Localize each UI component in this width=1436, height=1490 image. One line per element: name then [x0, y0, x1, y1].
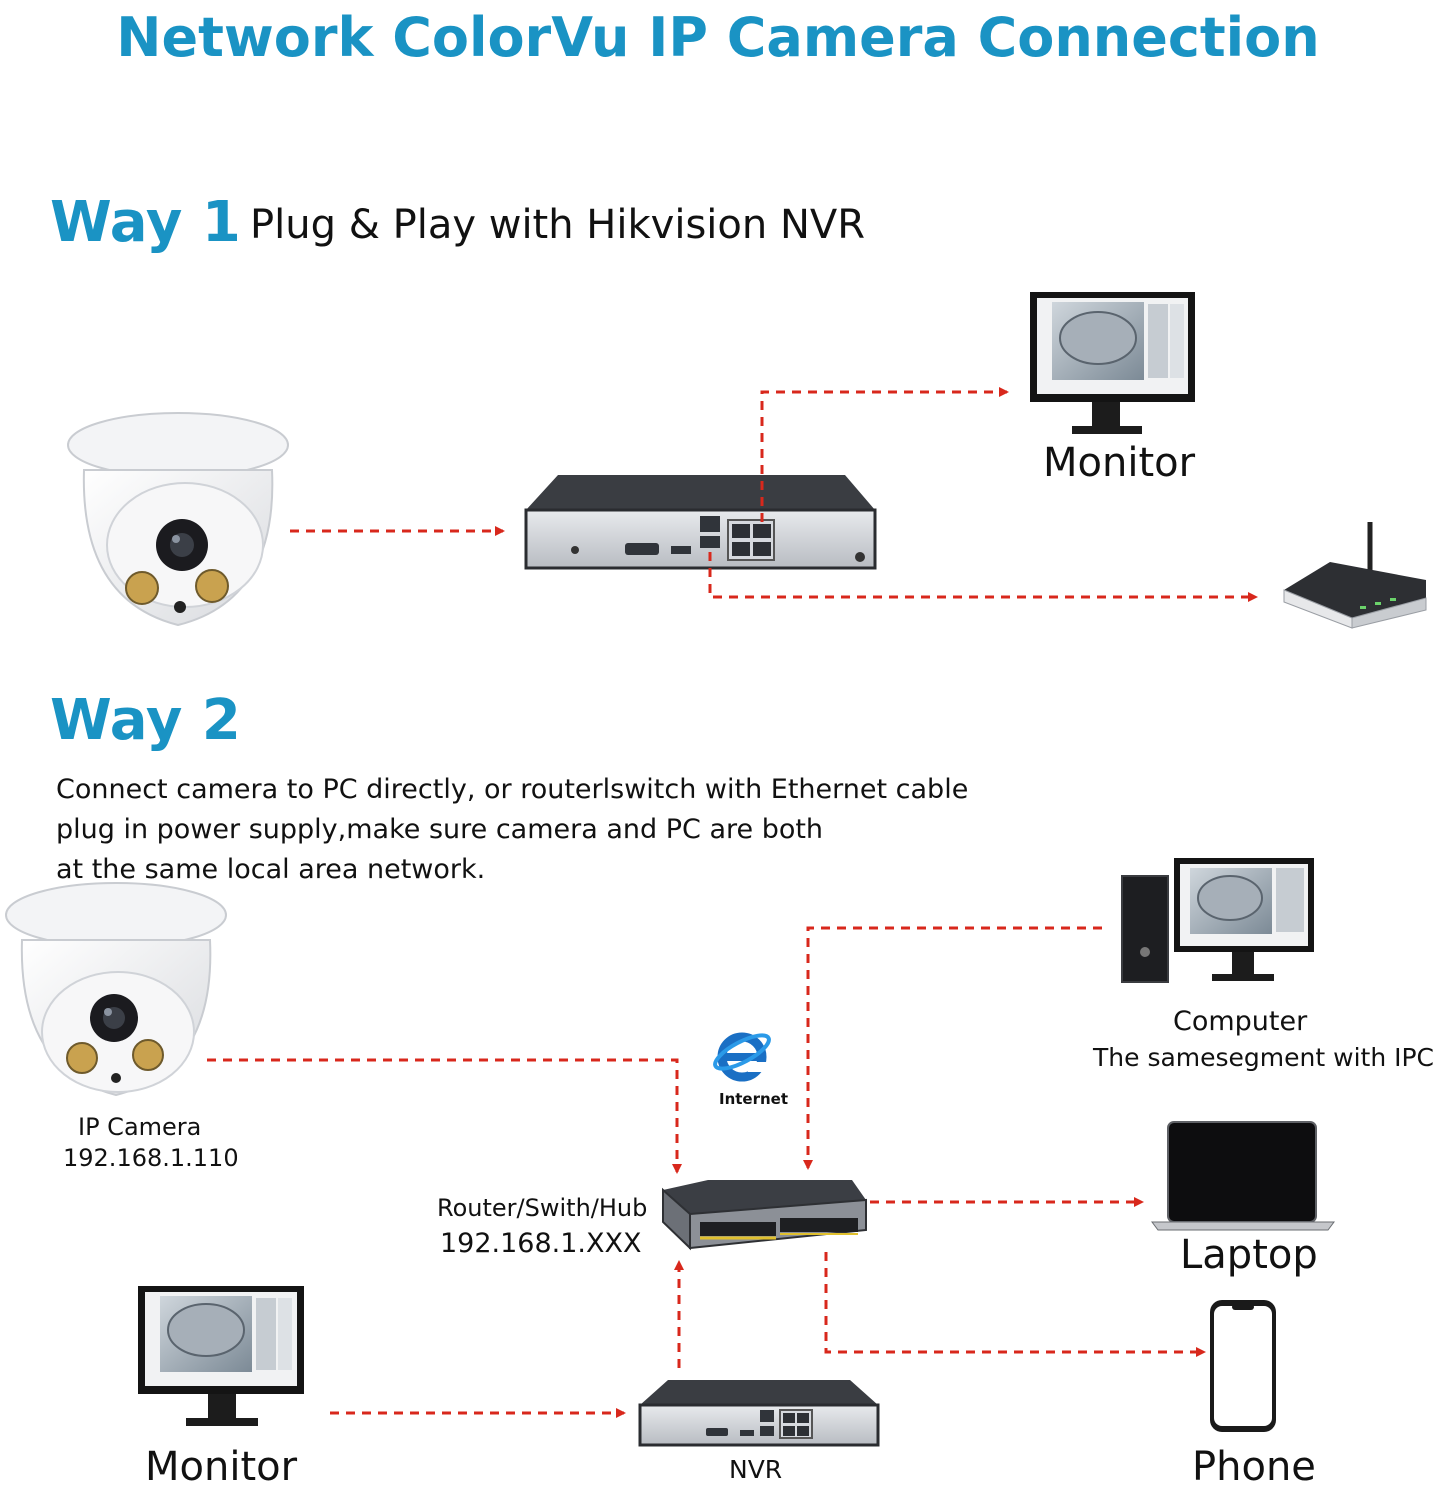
switch-device-icon — [662, 1180, 867, 1251]
way2-connections — [207, 926, 1206, 1418]
internet-explorer-icon — [713, 1032, 771, 1082]
nvr-label: NVR — [729, 1455, 783, 1484]
computer-note: The samesegment with IPC — [1093, 1043, 1435, 1072]
page-title: Network ColorVu IP Camera Connection — [116, 6, 1320, 69]
way2-description: Connect camera to PC directly, or router… — [56, 770, 968, 890]
ip-camera-address: 192.168.1.110 — [63, 1144, 239, 1172]
arrow-computer-to-switch — [803, 926, 1102, 1170]
ip-camera-label: IP Camera — [78, 1113, 202, 1141]
monitor-1-icon — [1030, 292, 1195, 434]
way1-monitor-label: Monitor — [1043, 440, 1196, 486]
internet-label: Internet — [719, 1090, 789, 1108]
way1-heading: Way 1 — [50, 190, 241, 255]
description-line-1: Connect camera to PC directly, or router… — [56, 774, 969, 805]
laptop-icon — [1151, 1121, 1335, 1231]
way1-connections — [290, 387, 1258, 602]
phone-label: Phone — [1192, 1444, 1316, 1490]
computer-icon — [1121, 858, 1314, 983]
arrow-camera-to-switch — [207, 1058, 682, 1174]
way1-subtitle: Plug & Play with Hikvision NVR — [250, 202, 866, 248]
nvr-device-2-icon — [638, 1380, 880, 1447]
description-line-2: plug in power supply,make sure camera an… — [56, 814, 824, 845]
monitor-2-icon — [138, 1286, 304, 1426]
computer-label: Computer — [1173, 1006, 1308, 1037]
switch-address: 192.168.1.XXX — [440, 1228, 642, 1259]
arrow-switch-to-phone — [824, 1252, 1206, 1357]
arrow-nvr-to-monitor — [760, 387, 1009, 522]
arrow-nvr-to-router — [708, 552, 1258, 602]
way2-monitor-label: Monitor — [145, 1444, 298, 1490]
router-icon — [1283, 522, 1427, 629]
dome-camera-1-icon — [67, 412, 289, 627]
nvr-device-1-icon — [524, 475, 877, 570]
laptop-label: Laptop — [1180, 1232, 1318, 1278]
switch-label: Router/Swith/Hub — [437, 1194, 648, 1222]
dome-camera-2-icon — [5, 882, 227, 1097]
phone-icon — [1210, 1300, 1276, 1432]
description-line-3: at the same local area network. — [56, 854, 486, 885]
way2-heading: Way 2 — [50, 688, 241, 753]
